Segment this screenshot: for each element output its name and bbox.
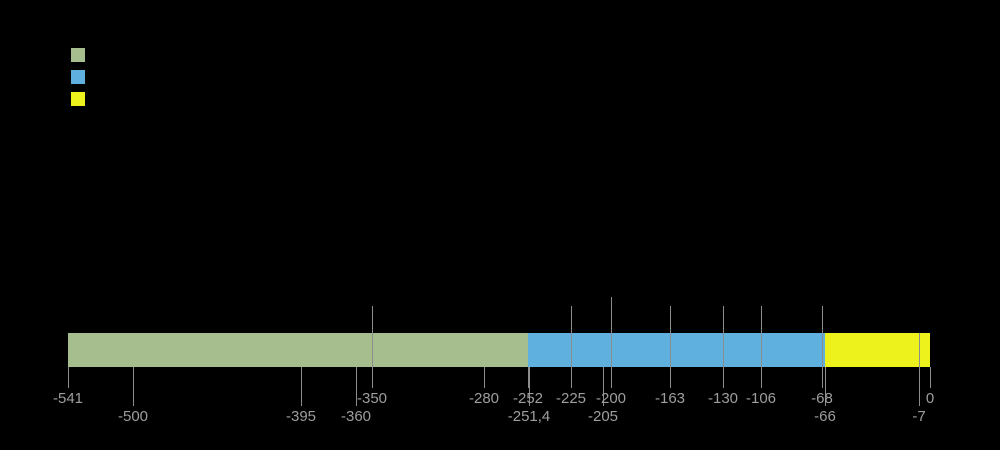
tick-label: -251,4	[507, 408, 551, 425]
tick-line	[825, 367, 826, 406]
tick-label: -541	[52, 390, 84, 407]
tick-label: -7	[912, 408, 926, 425]
timeline-segment	[824, 333, 930, 367]
tick-line	[919, 333, 920, 406]
tick-line	[356, 367, 357, 406]
tick-label: -66	[814, 408, 836, 425]
legend-swatch-green	[71, 48, 85, 62]
tick-label: -130	[707, 390, 739, 407]
tick-line	[571, 306, 572, 388]
tick-label: -163	[654, 390, 686, 407]
tick-line	[301, 367, 302, 406]
tick-line	[133, 367, 134, 406]
tick-label: -350	[356, 390, 388, 407]
legend-swatch-blue	[71, 70, 85, 84]
tick-line	[930, 367, 931, 388]
tick-label: -360	[340, 408, 372, 425]
tick-label: -280	[468, 390, 500, 407]
timeline-segment	[528, 333, 825, 367]
tick-label: -500	[117, 408, 149, 425]
tick-line	[529, 367, 530, 406]
tick-line	[611, 297, 612, 388]
tick-label: -252	[512, 390, 544, 407]
tick-line	[528, 367, 529, 388]
tick-label: -68	[811, 390, 833, 407]
tick-line	[822, 306, 823, 388]
tick-line	[670, 306, 671, 388]
legend-swatch-yellow	[71, 92, 85, 106]
tick-line	[68, 367, 69, 388]
tick-label: -225	[555, 390, 587, 407]
tick-line	[484, 367, 485, 388]
tick-line	[723, 306, 724, 388]
timeline-segment	[68, 333, 529, 367]
tick-label: -106	[745, 390, 777, 407]
tick-label: -200	[595, 390, 627, 407]
tick-line	[761, 306, 762, 388]
tick-line	[603, 367, 604, 406]
tick-label: -205	[587, 408, 619, 425]
tick-line	[372, 306, 373, 388]
tick-label: -395	[285, 408, 317, 425]
tick-label: 0	[925, 390, 935, 407]
